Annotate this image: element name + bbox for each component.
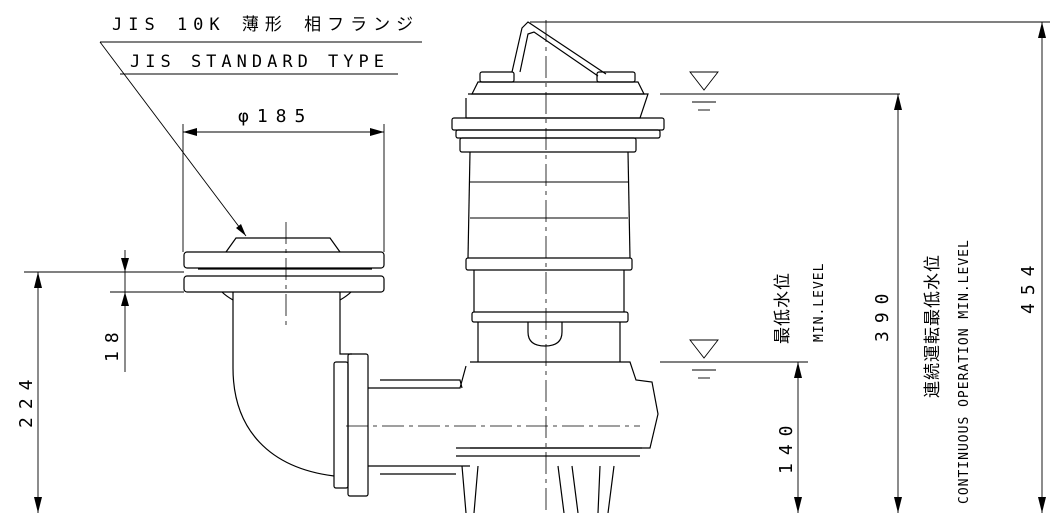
dia-dimension: φ185 <box>182 106 385 252</box>
flange-en-label: JIS STANDARD TYPE <box>130 52 389 72</box>
d454-label: 454 <box>1018 257 1039 314</box>
flange-jp-label: JIS 10K 薄形 相フランジ <box>112 15 419 35</box>
leader-arrowhead <box>236 224 246 236</box>
flange-annotation: JIS 10K 薄形 相フランジ JIS STANDARD TYPE <box>99 15 422 237</box>
cont-level-jp: 連続運転最低水位 <box>923 254 943 398</box>
d140-label: 140 <box>776 417 797 474</box>
min-level-jp: 最低水位 <box>773 272 793 344</box>
min-level-en: MIN.LEVEL <box>812 263 827 342</box>
dia-label: φ185 <box>238 106 313 127</box>
pump-body <box>346 20 665 513</box>
leader-line <box>99 41 247 237</box>
d18-label: 18 <box>102 324 123 362</box>
water-level-symbols <box>660 71 900 379</box>
cont-level-en: CONTINUOUS OPERATION MIN.LEVEL <box>957 239 972 504</box>
d390-label: 390 <box>872 285 893 342</box>
right-dimensions: 140 最低水位 MIN.LEVEL 390 連続運転最低水位 CONTINUO… <box>530 21 1050 513</box>
d224-label: 224 <box>16 371 37 428</box>
flange-elbow <box>183 222 385 497</box>
left-dimensions: 18 224 <box>16 250 184 513</box>
